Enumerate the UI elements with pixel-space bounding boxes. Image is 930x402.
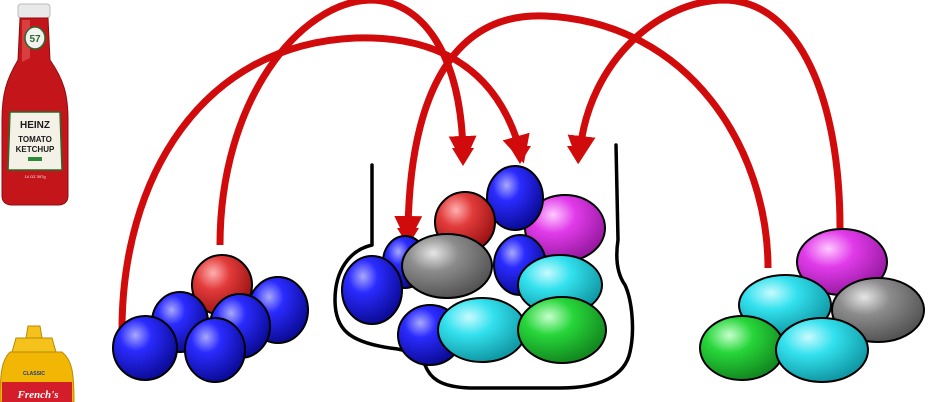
mustard-cap-tip	[25, 325, 43, 339]
molecule-gray	[831, 277, 925, 343]
ketchup-cap	[17, 3, 51, 19]
arrows	[118, 0, 844, 331]
ketchup-label	[7, 111, 63, 171]
mustard-bottle: CLASSIC French's	[0, 325, 75, 402]
arrowhead-1	[452, 148, 474, 166]
arrow-left-outer	[118, 34, 530, 331]
molecule-blue	[486, 165, 544, 231]
molecule-cyan	[437, 297, 527, 363]
mustard-brand: French's	[17, 389, 59, 401]
molecule-gray	[401, 233, 493, 299]
left-cluster	[112, 254, 309, 383]
molecule-cyan	[775, 317, 869, 383]
ketchup-pickle-mark	[28, 157, 42, 161]
arrowheads	[397, 146, 589, 246]
right-cluster	[699, 228, 925, 383]
arrowhead-2	[509, 146, 531, 164]
molecule-green	[699, 315, 785, 381]
arrow-right-outer	[567, 0, 844, 229]
mustard-banner	[2, 382, 72, 402]
ketchup-badge-text: 57	[29, 34, 41, 45]
ketchup-badge	[24, 26, 46, 50]
container-outline	[333, 143, 635, 390]
ketchup-brand: HEINZ	[20, 120, 50, 131]
mustard-tag: CLASSIC	[23, 371, 45, 377]
molecule-blue	[184, 317, 246, 383]
molecule-blue	[112, 315, 178, 381]
ketchup-line1: TOMATO	[18, 135, 52, 144]
ketchup-bottle: 57 HEINZ TOMATO KETCHUP 14 OZ 397g	[1, 3, 69, 206]
arrowhead-3	[567, 146, 589, 164]
mustard-cap	[11, 337, 57, 353]
middle-cluster	[341, 165, 607, 366]
arrow-right-inner	[394, 12, 772, 269]
ketchup-line2: KETCHUP	[16, 145, 55, 154]
ketchup-size: 14 OZ 397g	[24, 174, 45, 179]
molecule-green	[517, 296, 607, 364]
molecule-blue	[341, 255, 403, 325]
